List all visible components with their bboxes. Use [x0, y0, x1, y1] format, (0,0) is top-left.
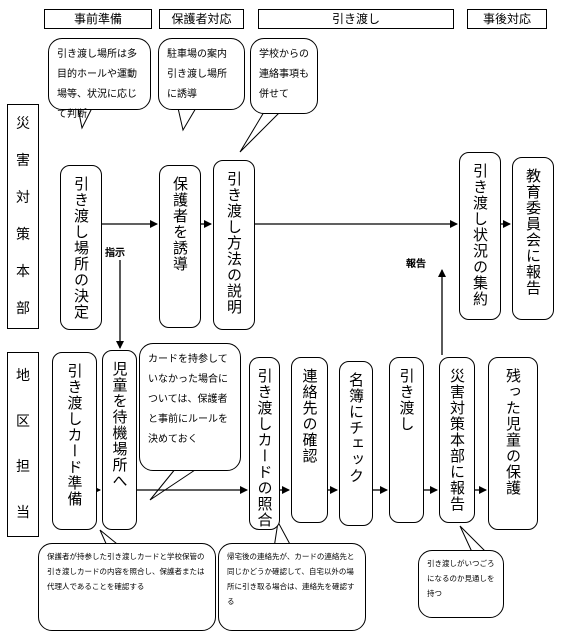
step-prepare-card: 引き渡しカード準備	[52, 352, 97, 530]
step-protect-remaining: 残った児童の保護	[488, 357, 538, 530]
side-area-char: 区	[16, 413, 30, 430]
step-report-hq: 災害対策本部に報告	[439, 357, 475, 523]
step-decide-place: 引き渡し場所の決定	[60, 165, 102, 330]
side-area-char: 当	[16, 505, 30, 522]
side-hq-char: 災	[16, 115, 30, 132]
step-check-card: 引き渡しカードの照合	[249, 357, 280, 530]
step-check-list: 名簿にチェック	[339, 361, 373, 526]
callout-timing-note: 引き渡しがいつごろになるのか見通しを持つ	[418, 550, 504, 618]
callout-parking-note: 駐車場の案内引き渡し場所に誘導	[158, 38, 245, 110]
step-confirm-contact: 連絡先の確認	[291, 357, 328, 523]
step-collect-status: 引き渡し状況の集約	[459, 152, 501, 320]
callout-place-note: 引き渡し場所は多目的ホールや運動場等、状況に応じて判断	[48, 38, 151, 120]
header-guardian: 保護者対応	[159, 9, 244, 29]
side-hq-char: 策	[16, 227, 30, 244]
callout-card-match-note: 保護者が持参した引き渡しカードと学校保管の引き渡しカードの内容を照合し、保護者ま…	[38, 543, 216, 631]
side-area-char: 地	[16, 367, 30, 384]
label-report: 報告	[406, 259, 426, 270]
step-report-board: 教育委員会に報告	[512, 157, 554, 320]
header-handover: 引き渡し	[258, 9, 454, 29]
side-hq-char: 害	[16, 152, 30, 169]
callout-card-rule-note: カードを持参していなかった場合については、保護者と事前にルールを決めておく	[139, 343, 241, 471]
step-guide-guardians: 保護者を誘導	[159, 165, 201, 328]
step-move-students: 児童を待機場所へ	[102, 350, 137, 530]
side-hq: 災 害 対 策 本 部	[7, 104, 39, 329]
side-area: 地 区 担 当	[7, 352, 39, 537]
side-area-char: 担	[16, 459, 30, 476]
callout-school-note: 学校からの連絡事項も併せて	[250, 38, 318, 114]
side-hq-char: 部	[16, 301, 30, 318]
side-hq-char: 対	[16, 189, 30, 206]
step-explain-method: 引き渡し方法の説明	[213, 160, 255, 330]
label-instruction: 指示	[105, 248, 125, 259]
header-prep: 事前準備	[44, 9, 152, 29]
callout-contact-note: 帰宅後の連絡先が、カードの連絡先と同じかどうか確認して、自宅以外の場所に引き取る…	[218, 543, 366, 631]
side-hq-char: 本	[16, 264, 30, 281]
step-handover: 引き渡し	[389, 357, 424, 523]
header-after: 事後対応	[467, 9, 547, 29]
